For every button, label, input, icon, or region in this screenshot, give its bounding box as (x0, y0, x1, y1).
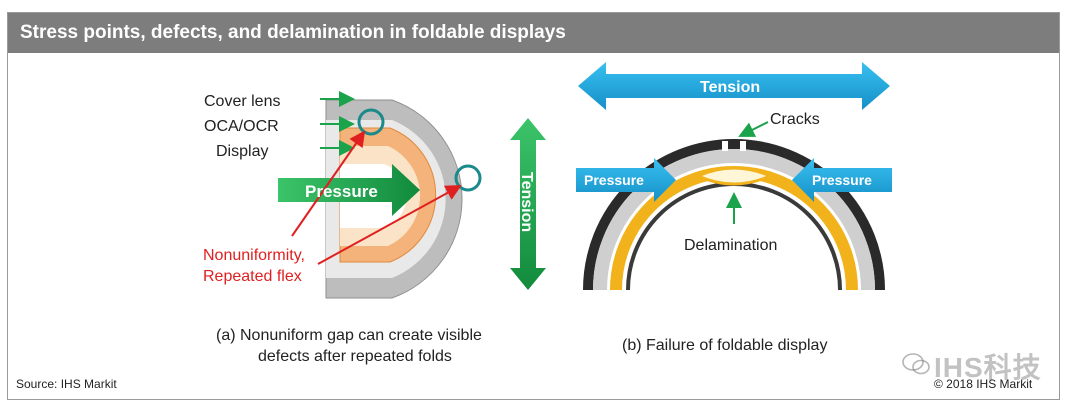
delamination-label: Delamination (684, 237, 777, 254)
pressure-label-a: Pressure (305, 182, 378, 201)
panel-b-diagram: Tension Cracks Pressure Pressure Delamin… (576, 62, 892, 354)
arch-outer-dark (583, 139, 885, 291)
wechat-icon (902, 353, 930, 375)
defect-circle-top (357, 108, 385, 136)
panel-a-diagram: Cover lens OCA/OCR Display Pressure Tens… (203, 91, 546, 365)
pressure-arrow-a (278, 164, 420, 216)
defect-pointer-top (291, 130, 366, 237)
oca-label: OCA/OCR (204, 118, 279, 135)
watermark-text: IHS科技 (934, 352, 1042, 383)
defect-circle-right (454, 164, 482, 192)
display-label: Display (216, 143, 268, 160)
crack-mark-2 (740, 141, 746, 151)
tension-arrow-b (578, 62, 890, 110)
delamination-gap (694, 166, 774, 186)
caption-a-line2: defects after repeated folds (258, 348, 452, 365)
caption-b: (b) Failure of foldable display (622, 337, 827, 354)
tension-label-a: Tension (518, 172, 535, 232)
tension-label-b: Tension (700, 79, 760, 96)
cracks-pointer (738, 121, 769, 137)
crack-mark-1 (722, 141, 728, 151)
defect-label-line2: Repeated flex (203, 268, 302, 285)
arch-gray-layer (593, 149, 875, 291)
tension-arrow-a (510, 118, 546, 290)
figure-frame: Stress points, defects, and delamination… (7, 12, 1060, 400)
pressure-right-label: Pressure (812, 172, 872, 188)
source-note: Source: IHS Markit (16, 377, 117, 391)
caption-a-line1: (a) Nonuniform gap can create visible (216, 327, 482, 344)
pressure-left-label: Pressure (584, 172, 644, 188)
cracks-label: Cracks (770, 111, 820, 128)
pressure-arrow-right (792, 158, 892, 202)
copyright-note: © 2018 IHS Markit (934, 377, 1033, 391)
cover-lens-label: Cover lens (204, 93, 280, 110)
defect-pointer-right (317, 185, 462, 265)
figure-title: Stress points, defects, and delamination… (8, 13, 1059, 53)
defect-label-line1: Nonuniformity, (203, 247, 305, 264)
pressure-arrow-left (576, 158, 676, 202)
